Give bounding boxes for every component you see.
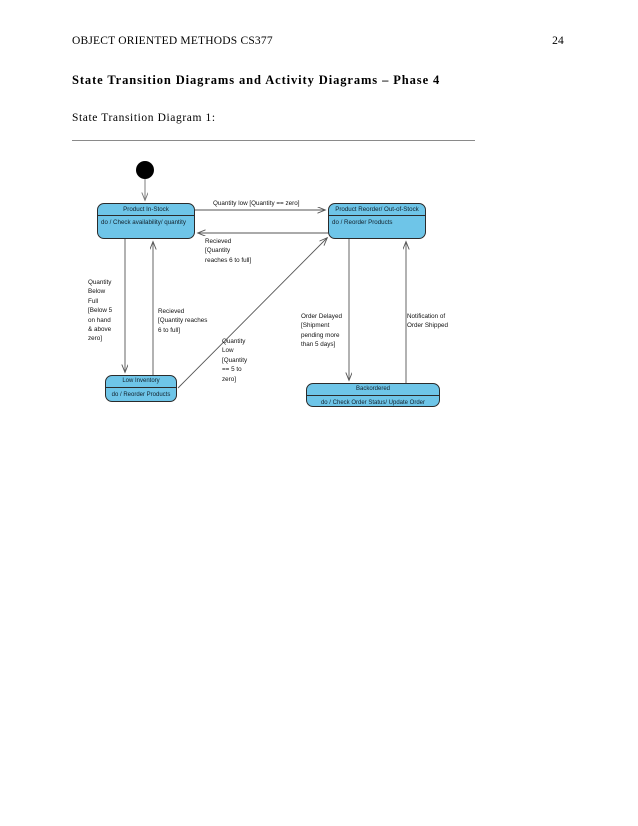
edge-low-inventory-to-reorder — [177, 238, 327, 389]
state-backordered[interactable]: Backordered do / Check Order Status/ Upd… — [306, 383, 440, 407]
state-name: Product Reorder/ Out-of-Stock — [329, 204, 425, 216]
state-activity: do / Check availability/ quantity — [101, 219, 186, 226]
page-header: OBJECT ORIENTED METHODS CS377 24 — [72, 35, 564, 47]
state-name: Product In-Stock — [98, 204, 194, 216]
state-name: Low Inventory — [106, 376, 176, 388]
horizontal-rule — [72, 140, 475, 141]
state-activity: do / Reorder Products — [111, 392, 171, 398]
transition-label-recieved-quantity-reaches: Recieved [Quantity reaches 6 to full] — [158, 308, 208, 334]
transition-label-quantity-below-full: Quantity Below Full [Below 5 on hand & a… — [88, 279, 113, 343]
transition-label-recieved-quantity-full: Recieved [Quantity reaches 6 to full] — [205, 238, 252, 264]
state-activity: do / Check Order Status/ Update Order — [320, 400, 426, 406]
diagram-caption: State Transition Diagram 1: — [72, 112, 216, 124]
state-product-in-stock[interactable]: Product In-Stock do / Check availability… — [97, 203, 195, 239]
transition-label-quantity-low-zero: Quantity low [Quantity == zero] — [213, 200, 300, 207]
state-activity: do / Reorder Products — [332, 219, 393, 226]
page-number: 24 — [552, 35, 564, 47]
state-transition-diagram: Product In-Stock do / Check availability… — [0, 148, 638, 428]
state-product-reorder-out-of-stock[interactable]: Product Reorder/ Out-of-Stock do / Reord… — [328, 203, 426, 239]
state-low-inventory[interactable]: Low Inventory do / Reorder Products — [105, 375, 177, 402]
diagram-edges — [0, 161, 638, 389]
page-title: State Transition Diagrams and Activity D… — [72, 73, 441, 87]
transition-label-notification-order-shipped: Notification of Order Shipped — [407, 313, 448, 330]
transition-label-quantity-low-5-to-zero: Quantity Low [Quantity == 5 to zero] — [222, 338, 248, 383]
course-title: OBJECT ORIENTED METHODS CS377 — [72, 35, 273, 47]
state-name: Backordered — [307, 384, 439, 396]
transition-label-order-delayed: Order Delayed [Shipment pending more tha… — [301, 313, 342, 349]
initial-state-node — [136, 161, 154, 179]
